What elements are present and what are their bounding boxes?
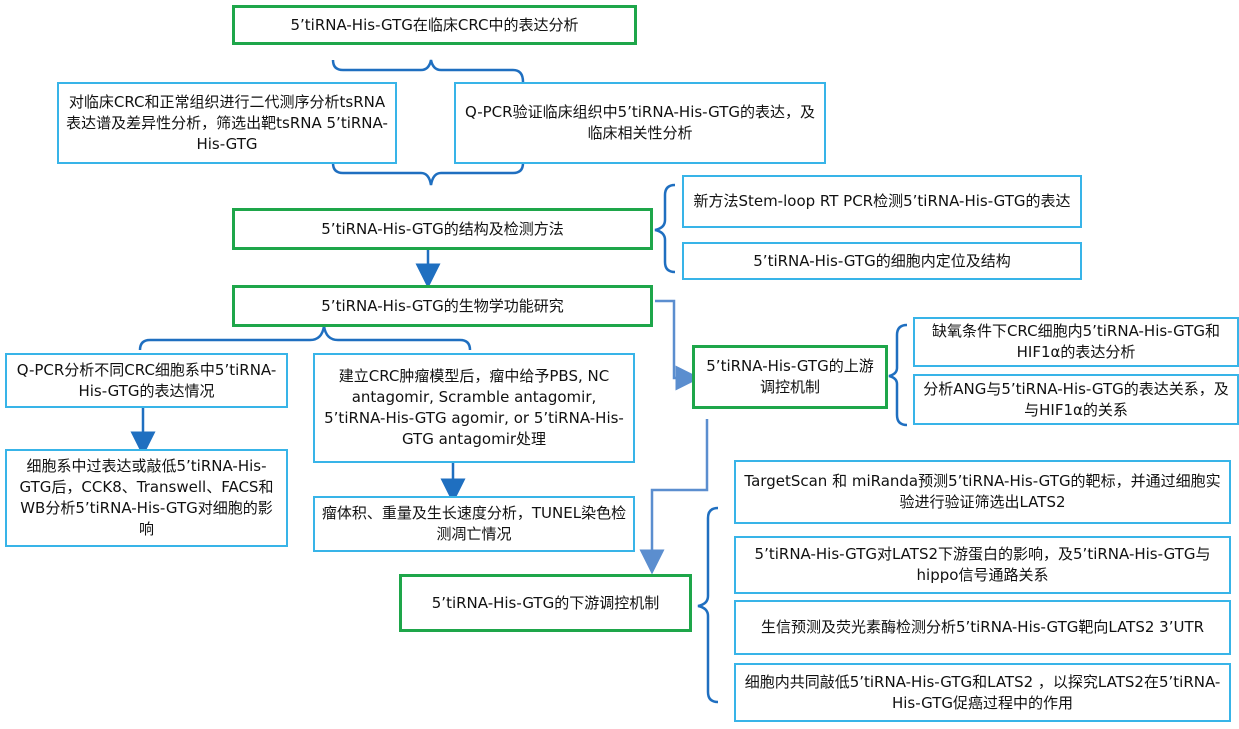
qpcr-cells-box: Q-PCR分析不同CRC细胞系中5’tiRNA-His-GTG的表达情况: [5, 353, 288, 408]
localization-box: 5’tiRNA-His-GTG的细胞内定位及结构: [682, 242, 1082, 280]
tumor-model-box: 建立CRC肿瘤模型后，瘤中给予PBS, NC antagomir, Scramb…: [313, 353, 635, 463]
upstream-mechanism: 5’tiRNA-His-GTG的上游调控机制: [692, 345, 888, 409]
knockdown-box: 细胞内共同敲低5’tiRNA-His-GTG和LATS2 ，以探究LATS2在5…: [734, 663, 1231, 722]
brace-upstream: [888, 323, 908, 427]
main-biological-function: 5’tiRNA-His-GTG的生物学功能研究: [232, 285, 653, 327]
sequencing-box: 对临床CRC和正常组织进行二代测序分析tsRNA表达谱及差异性分析，筛选出靶ts…: [57, 82, 397, 164]
brace-main3: [138, 325, 472, 351]
arrow-main3-upstream: [655, 299, 701, 391]
ang-box: 分析ANG与5’tiRNA-His-GTG的表达关系，及与HIF1α的关系: [913, 374, 1239, 425]
lats2-effect-box: 5’tiRNA-His-GTG对LATS2下游蛋白的影响，及5’tiRNA-Hi…: [734, 536, 1231, 594]
arrow-upstream-downstream: [639, 419, 709, 575]
hypoxia-box: 缺氧条件下CRC细胞内5’tiRNA-His-GTG和HIF1α的表达分析: [913, 317, 1239, 367]
brace-main2-right: [654, 183, 676, 274]
qpcr-clinical-box: Q-PCR验证临床组织中5’tiRNA-His-GTG的表达，及临床相关性分析: [454, 82, 826, 164]
stem-loop-box: 新方法Stem-loop RT PCR检测5’tiRNA-His-GTG的表达: [682, 175, 1082, 228]
downstream-mechanism: 5’tiRNA-His-GTG的下游调控机制: [399, 574, 692, 632]
brace-main2: [331, 162, 525, 186]
main-structure-detection: 5’tiRNA-His-GTG的结构及检测方法: [232, 208, 653, 250]
luciferase-box: 生信预测及荧光素酶检测分析5’tiRNA-His-GTG靶向LATS2 3’UT…: [734, 600, 1231, 655]
brace-main1: [331, 59, 525, 83]
cell-effects-box: 细胞系中过表达或敲低5’tiRNA-His-GTG后，CCK8、Transwel…: [5, 449, 288, 547]
main-analysis-clinical: 5’tiRNA-His-GTG在临床CRC中的表达分析: [232, 5, 637, 45]
brace-downstream: [697, 506, 719, 704]
tumor-analysis-box: 瘤体积、重量及生长速度分析，TUNEL染色检测凋亡情况: [313, 496, 635, 552]
targetscan-box: TargetScan 和 miRanda预测5’tiRNA-His-GTG的靶标…: [734, 460, 1231, 524]
